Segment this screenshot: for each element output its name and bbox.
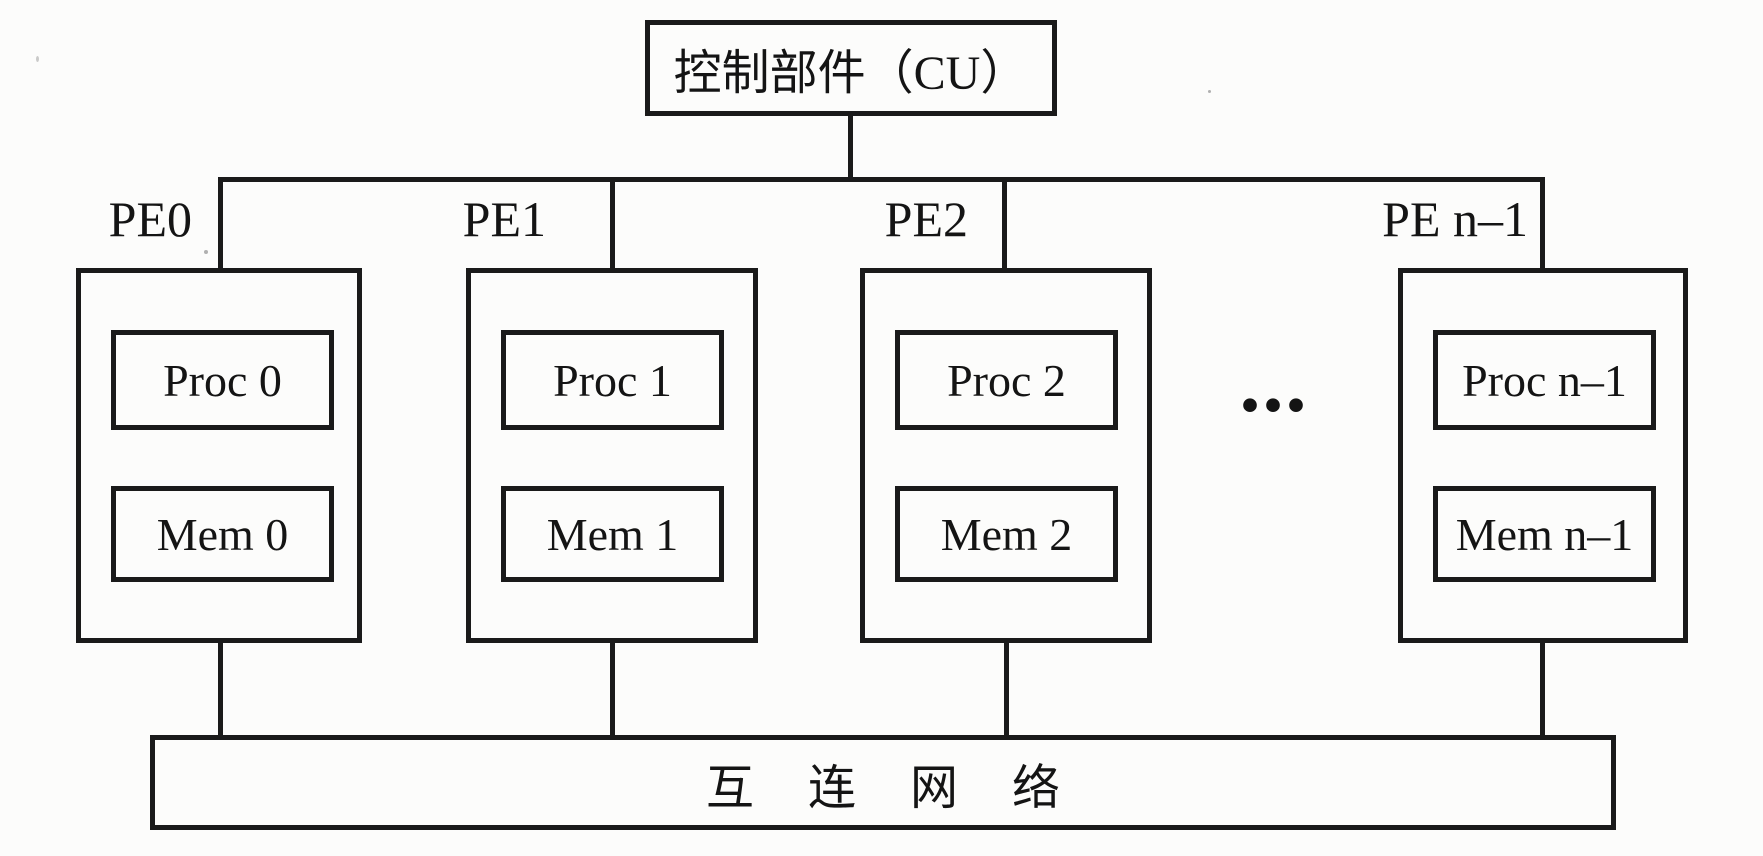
interconnection-network-box: 互连网络 xyxy=(150,735,1616,830)
pe1-box: Proc 1 Mem 1 xyxy=(466,268,758,643)
pe-n-1-proc-label: Proc n–1 xyxy=(1462,354,1627,406)
pe-n-1-box: Proc n–1 Mem n–1 xyxy=(1398,268,1688,643)
pe-n-1-network-connector-line xyxy=(1540,643,1545,737)
pe0-bus-drop-line xyxy=(218,180,223,268)
pe2-proc-label: Proc 2 xyxy=(947,354,1066,406)
pe0-mem-box: Mem 0 xyxy=(111,486,334,582)
broadcast-bus-line xyxy=(218,177,1545,182)
pe-n-1-mem-label: Mem n–1 xyxy=(1455,508,1634,560)
pe2-mem-label: Mem 2 xyxy=(940,508,1073,560)
scan-speck xyxy=(204,250,208,254)
pe1-network-connector-line xyxy=(610,643,615,737)
pe0-label: PE0 xyxy=(108,191,192,247)
pe1-mem-label: Mem 1 xyxy=(546,508,679,560)
pe2-label: PE2 xyxy=(884,191,968,247)
pe0-box: Proc 0 Mem 0 xyxy=(76,268,362,643)
pe0-network-connector-line xyxy=(218,643,223,737)
scan-speck xyxy=(36,56,39,62)
cu-to-bus-connector-line xyxy=(848,114,853,178)
pe2-box: Proc 2 Mem 2 xyxy=(860,268,1152,643)
pe0-proc-label: Proc 0 xyxy=(163,354,282,406)
pe2-proc-box: Proc 2 xyxy=(895,330,1118,430)
control-unit-box: 控制部件（CU） xyxy=(645,20,1057,116)
pe-n-1-mem-box: Mem n–1 xyxy=(1433,486,1656,582)
pe0-proc-box: Proc 0 xyxy=(111,330,334,430)
pe1-mem-box: Mem 1 xyxy=(501,486,724,582)
pe2-mem-box: Mem 2 xyxy=(895,486,1118,582)
pe2-bus-drop-line xyxy=(1002,180,1007,268)
pe2-network-connector-line xyxy=(1004,643,1009,737)
pe-n-1-proc-box: Proc n–1 xyxy=(1433,330,1656,430)
pe-n-1-label: PE n–1 xyxy=(1382,191,1528,247)
pe1-label: PE1 xyxy=(462,191,546,247)
scan-speck xyxy=(1208,90,1211,93)
pe-n-1-bus-drop-line xyxy=(1540,180,1545,268)
ellipsis-dots: ... xyxy=(1239,337,1309,430)
pe1-proc-label: Proc 1 xyxy=(553,354,672,406)
pe1-proc-box: Proc 1 xyxy=(501,330,724,430)
interconnection-network-label: 互连网络 xyxy=(705,761,1114,815)
control-unit-label: 控制部件（CU） xyxy=(673,47,1029,100)
pe1-bus-drop-line xyxy=(610,180,615,268)
pe0-mem-label: Mem 0 xyxy=(156,508,289,560)
